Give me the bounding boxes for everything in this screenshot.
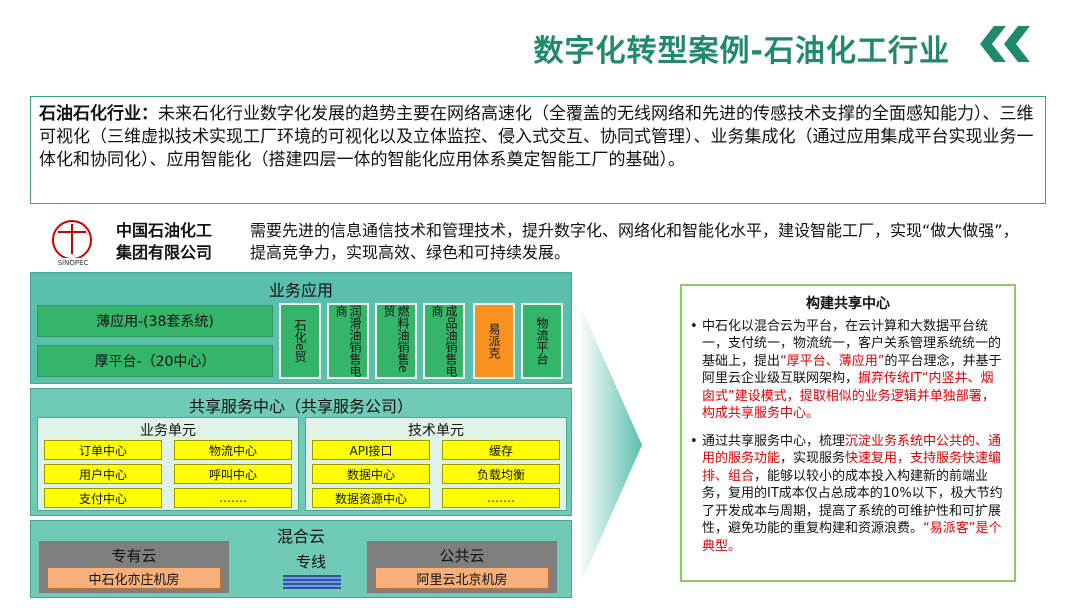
business-apps-panel: 业务应用 薄应用-(38套系统) 厚平台-（20中心） 石化e贸 润滑油销售电商… [30,272,572,384]
unit-item: ……. [174,488,292,508]
business-unit: 业务单元 订单中心 物流中心 用户中心 呼叫中心 支付中心 ……. [37,417,299,511]
public-cloud-room: 阿里云北京机房 [375,567,549,589]
company-name-line1: 中国石油化工 [116,221,213,240]
company-name-line2: 集团有限公司 [116,243,213,262]
vertical-app-5: 易派克 [473,303,515,379]
vertical-app-1: 石化e贸 [279,303,321,379]
vertical-app-2: 润滑油销售电商 [327,303,369,379]
business-apps-title: 业务应用 [268,281,333,300]
sinopec-logo: SINOPEC [52,220,92,267]
p2-highlight-2: 快速复用，支持服务快速编排、组合 [702,451,1002,484]
p1-highlight-1: “厚平台、薄应用” [780,353,885,369]
p1-text-a: 中石化以混合云为平台，在云计算和大数据平台统一，支付统一，物流统一，客户关系管理… [702,318,1002,369]
unit-item: 缓存 [442,440,560,460]
arrow-right-icon [578,300,642,590]
unit-item: 订单中心 [44,440,162,460]
svg-text:SINOPEC: SINOPEC [58,259,89,267]
page-title: 数字化转型案例-石油化工行业 [533,34,950,69]
unit-item: 支付中心 [44,488,162,508]
bullet-dot-icon: • [690,433,698,449]
bullet-2: • 通过共享服务中心，梳理沉淀业务系统中公共的、通用的服务功能，实现服务快速复用… [690,433,1006,556]
shared-services-title: 共享服务中心（共享服务公司） [188,397,413,416]
thin-app-box: 薄应用-(38套系统) [37,305,273,337]
unit-item: 负载均衡 [442,464,560,484]
company-description: 需要先进的信息通信技术和管理技术，提升数字化、网络化和智能化水平，建设智能工厂，… [250,221,1019,262]
p1-highlight-2: 摒弃传统IT“内竖井、烟囱式”建设模式，提取相似的业务逻辑并单独部署，构成共享服… [702,371,995,421]
unit-item: API接口 [312,440,430,460]
hybrid-cloud-panel: 混合云 专有云 中石化亦庄机房 专线 公共云 阿里云北京机房 [30,520,572,598]
tech-unit-title: 技术单元 [408,423,464,439]
vertical-app-6: 物流平台 [521,303,563,379]
business-unit-title: 业务单元 [140,423,196,439]
chevron-left-icon [980,26,1030,62]
private-cloud-label: 专有云 [111,547,157,565]
vertical-app-3: 燃料油销售e贸 [375,303,417,379]
dedicated-line-label: 专线 [295,553,326,571]
p2-highlight-3: “易派客”是个典型。 [702,521,1002,554]
unit-item: 数据资源中心 [312,488,430,508]
p1-text-b: 的平台理念，并基于阿里云企业级互联网架构， [702,353,1002,387]
thick-platform-box: 厚平台-（20中心） [37,345,273,377]
p2-text-a: 通过共享服务中心，梳理 [702,433,846,449]
bullet-dot-icon: • [690,318,698,334]
dedicated-line-bar [283,575,341,589]
hybrid-cloud-title: 混合云 [276,527,325,546]
tech-unit: 技术单元 API接口 缓存 数据中心 负载均衡 数据资源中心 ……. [305,417,567,511]
shared-services-panel: 共享服务中心（共享服务公司） 业务单元 订单中心 物流中心 用户中心 呼叫中心 … [30,388,572,516]
unit-item: 物流中心 [174,440,292,460]
shared-center-title: 构建共享中心 [806,296,890,312]
public-cloud-box: 公共云 阿里云北京机房 [367,541,557,593]
p2-highlight-1: 沉淀业务系统中公共的、通用的服务功能 [702,433,1002,467]
company-name: 中国石油化工 集团有限公司 [116,220,212,264]
unit-item: 呼叫中心 [174,464,292,484]
unit-item: ……. [442,488,560,508]
intro-text: 未来石化行业数字化发展的趋势主要在网络高速化（全覆盖的无线网络和先进的传感技术支… [39,104,1034,170]
unit-item: 用户中心 [44,464,162,484]
private-cloud-room: 中石化亦庄机房 [47,567,221,589]
shared-center-panel: 构建共享中心 • 中石化以混合云为平台，在云计算和大数据平台统一，支付统一，物流… [680,284,1016,582]
intro-label: 石油石化行业： [39,104,158,124]
bullet-1: • 中石化以混合云为平台，在云计算和大数据平台统一，支付统一，物流统一，客户关系… [690,318,1006,423]
p2-text-c: ，能够以较小的成本投入构建新的前端业务，复用的IT成本仅占总成本的10%以下，极… [702,468,1003,537]
vertical-app-4: 成品油销售电商 [423,303,465,379]
architecture-diagram: 业务应用 薄应用-(38套系统) 厚平台-（20中心） 石化e贸 润滑油销售电商… [30,272,572,598]
p2-text-b: ，实现服务 [780,451,846,466]
unit-item: 数据中心 [312,464,430,484]
intro-box: 石油石化行业：未来石化行业数字化发展的趋势主要在网络高速化（全覆盖的无线网络和先… [30,96,1046,204]
public-cloud-label: 公共云 [439,547,485,565]
private-cloud-box: 专有云 中石化亦庄机房 [39,541,229,593]
